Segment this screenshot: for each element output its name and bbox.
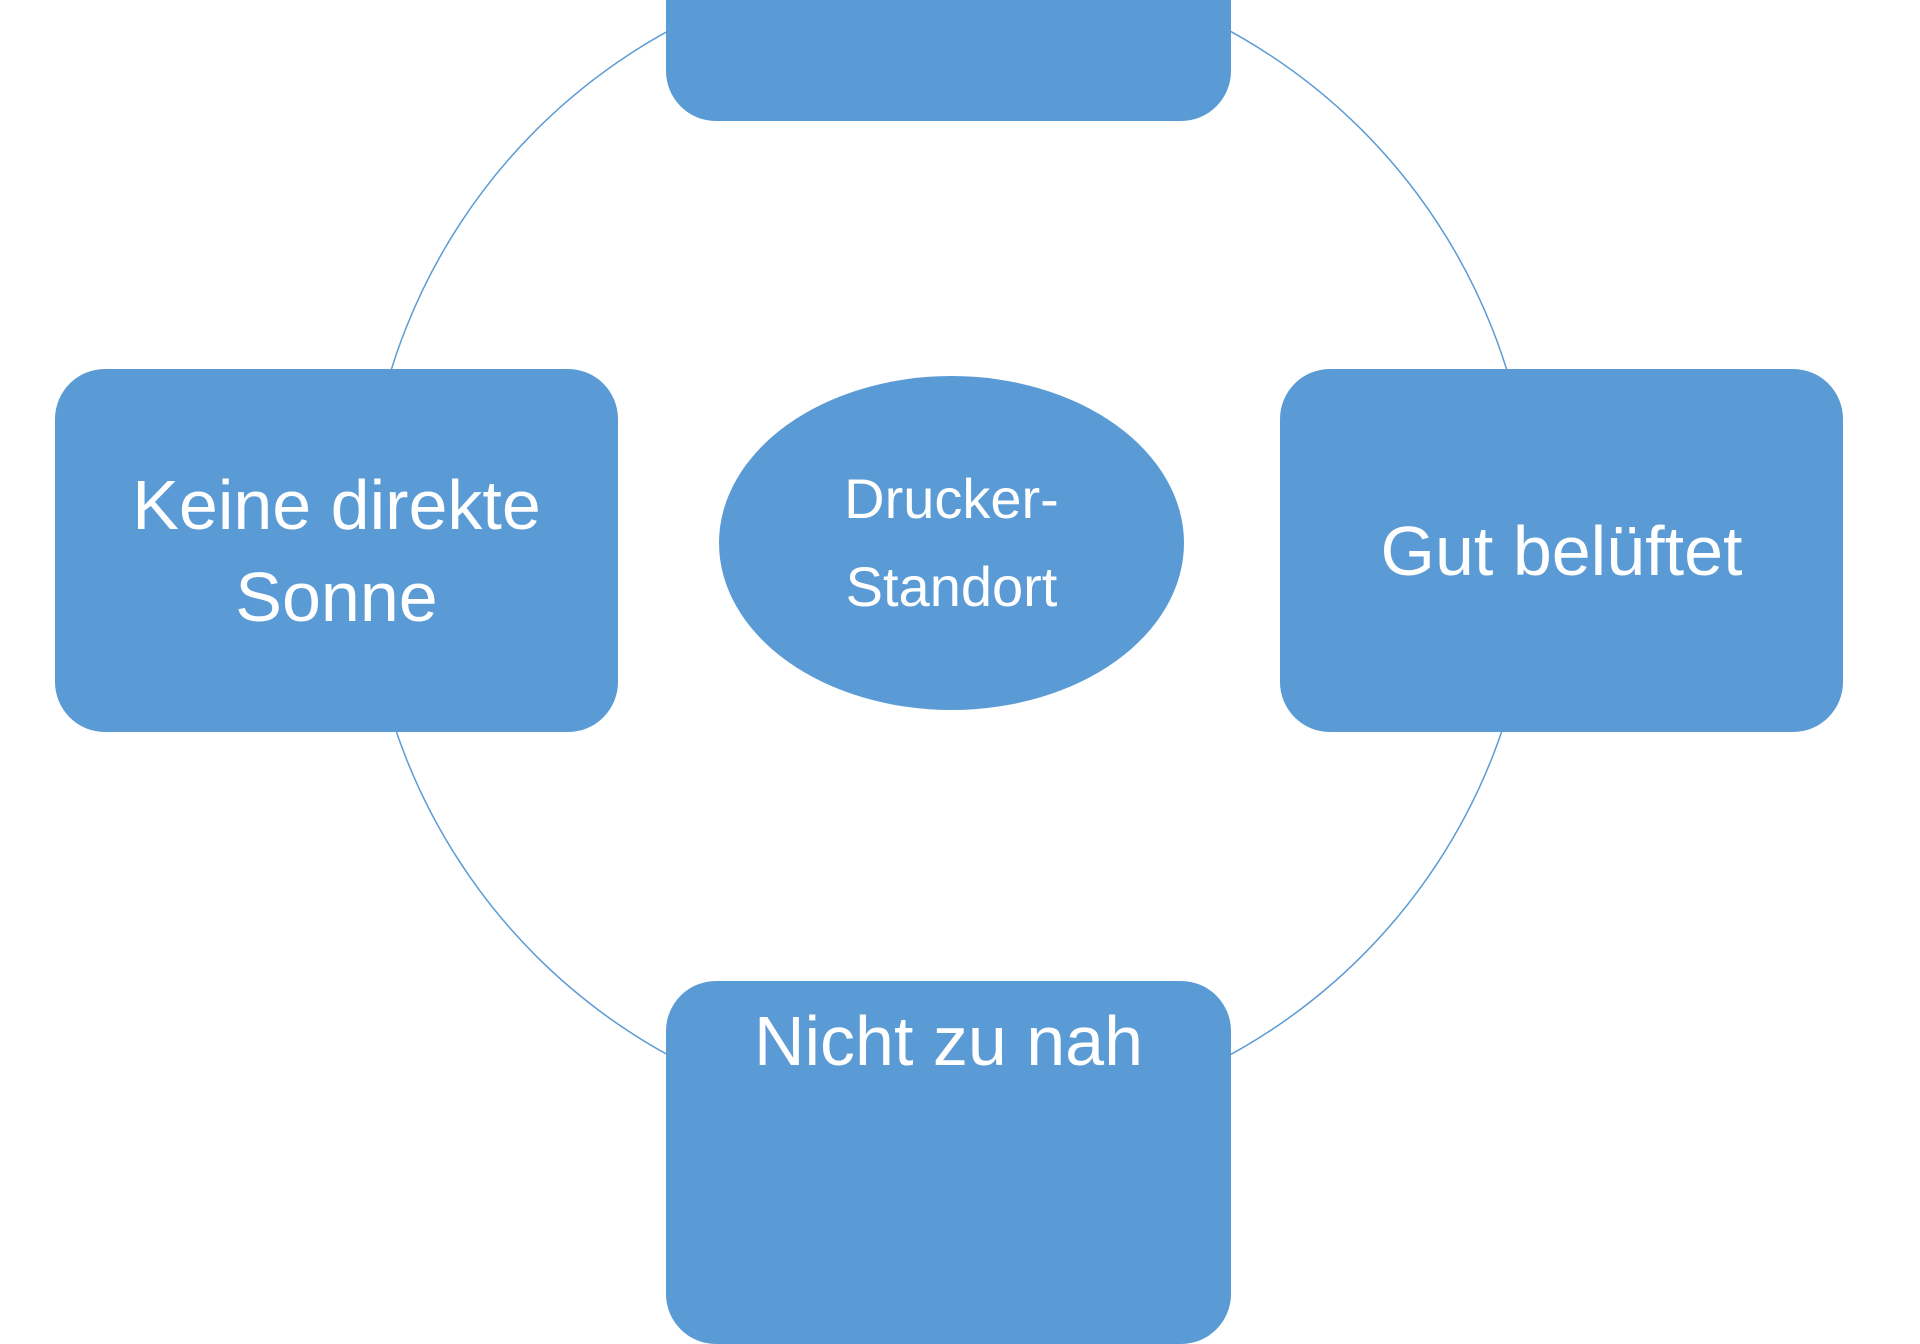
node-left-line1: Keine direkte <box>132 465 541 544</box>
node-well-ventilated: Gut belüftet <box>1280 369 1843 732</box>
node-not-too-close: Nicht zu nah <box>666 981 1231 1344</box>
node-top <box>666 0 1231 121</box>
center-node-printer-location: Drucker- Standort <box>719 376 1184 710</box>
center-line2: Standort <box>845 555 1058 618</box>
center-line1: Drucker- <box>844 467 1059 530</box>
node-left-line2: Sonne <box>235 557 438 636</box>
node-bottom-label: Nicht zu nah <box>753 1002 1144 1080</box>
node-right-label: Gut belüftet <box>1380 511 1743 590</box>
